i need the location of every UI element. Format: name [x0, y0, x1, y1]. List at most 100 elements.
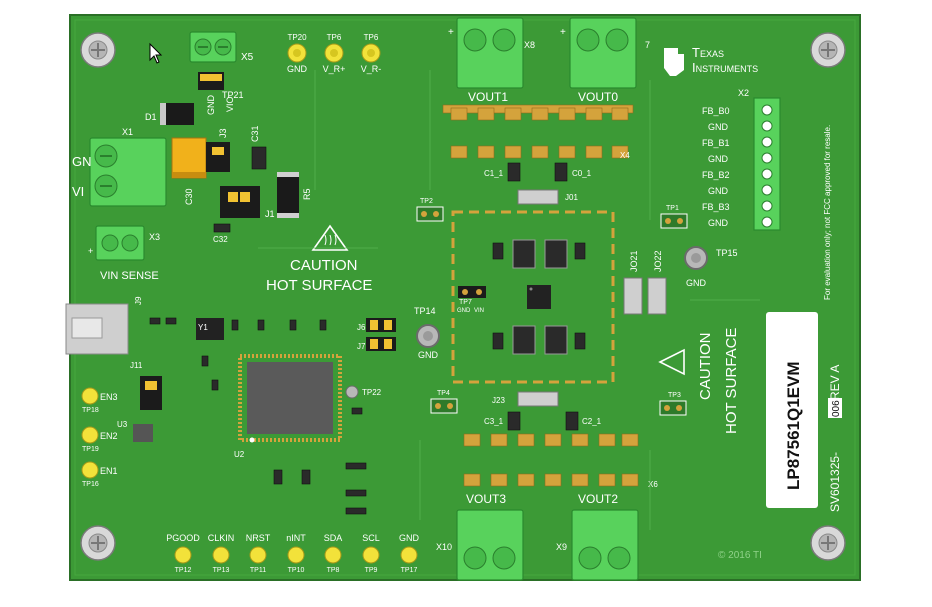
- label-x4: X4: [620, 151, 630, 160]
- label-u2: U2: [234, 450, 245, 459]
- tp9-id: TP9: [365, 567, 378, 574]
- terminal-x3[interactable]: [95, 225, 145, 261]
- tp19-en2[interactable]: [81, 426, 99, 444]
- label-vout2: VOUT2: [578, 492, 618, 506]
- tp14-gnd[interactable]: [416, 324, 440, 348]
- label-tp7-gnd: GND: [457, 308, 471, 314]
- label-j3: J3: [218, 128, 228, 138]
- svg-text:+: +: [88, 246, 93, 256]
- hot-surface-text-1: HOT SURFACE: [266, 277, 372, 294]
- jumper-j11[interactable]: [140, 376, 162, 410]
- tp15-gnd[interactable]: [684, 246, 708, 270]
- fb-pin-7: GND: [708, 218, 729, 228]
- label-x1: X1: [122, 127, 133, 137]
- label-x2: X2: [738, 88, 749, 98]
- label-x6: X6: [648, 480, 658, 489]
- tp11-id: TP11: [250, 567, 266, 574]
- tp1-header[interactable]: [660, 213, 688, 229]
- fb-pin-5: GND: [708, 186, 729, 196]
- regulator-keepout: [451, 210, 615, 384]
- fb-header-x2[interactable]: [753, 97, 781, 231]
- pcb-number-box: [828, 398, 842, 418]
- label-jo22: JO22: [653, 250, 663, 272]
- label-x5: X5: [241, 52, 254, 63]
- label-tp1: TP1: [666, 205, 679, 212]
- label-tp3: TP3: [668, 392, 681, 399]
- jumper-j3[interactable]: [206, 142, 230, 172]
- fb-pin-1: GND: [708, 122, 729, 132]
- label-c1-1: C1_1: [484, 169, 504, 178]
- evm-label-sticker: [766, 312, 818, 508]
- cap-c31: [251, 146, 267, 170]
- tp16-en1[interactable]: [81, 461, 99, 479]
- usb-connector-j9[interactable]: [65, 303, 129, 355]
- fb-pin-3: GND: [708, 154, 729, 164]
- label-gnd-input: GN: [72, 154, 92, 169]
- cap-c2-1: [565, 411, 579, 431]
- terminal-x10-vout3[interactable]: [456, 509, 524, 581]
- tp7-header[interactable]: [458, 286, 486, 298]
- label-j1: J1: [265, 209, 275, 219]
- pcb-suffix: 006: [831, 400, 842, 417]
- jumper-j1[interactable]: [220, 186, 260, 218]
- tp8-sda[interactable]: [324, 546, 342, 564]
- pad-array-top: [442, 104, 634, 159]
- label-tp14: TP14: [414, 306, 436, 316]
- tp22-pad[interactable]: [345, 385, 359, 399]
- tp8-name: SDA: [324, 533, 343, 543]
- tp20-name: GND: [287, 64, 308, 74]
- terminal-x1[interactable]: [89, 137, 167, 207]
- mcu-passives: [149, 317, 367, 515]
- label-vin-sense: VIN SENSE: [100, 270, 159, 282]
- jumper-j01[interactable]: [517, 189, 559, 205]
- jumper-j6[interactable]: [366, 318, 396, 332]
- label-u3: U3: [117, 420, 128, 429]
- tp12-pgood[interactable]: [174, 546, 192, 564]
- label-j9: J9: [134, 296, 143, 305]
- resistor-r5: [277, 172, 299, 218]
- tp6b-id: TP6: [364, 33, 379, 42]
- ti-logo-icon: [664, 48, 684, 76]
- tp12-name: PGOOD: [166, 533, 200, 543]
- mount-hole-tl: [80, 32, 116, 68]
- label-c31: C31: [250, 125, 260, 142]
- caution-text-1: CAUTION: [290, 257, 358, 274]
- tp20-gnd[interactable]: [287, 43, 307, 63]
- tp3-header[interactable]: [659, 400, 687, 416]
- terminal-x7-vout0[interactable]: [569, 17, 637, 89]
- fb-pin-4: FB_B2: [702, 170, 730, 180]
- tp18-en3[interactable]: [81, 387, 99, 405]
- jumper-vio[interactable]: [198, 72, 224, 90]
- tp6-vr-minus[interactable]: [361, 43, 381, 63]
- tp17-gnd[interactable]: [400, 546, 418, 564]
- tp4-header[interactable]: [430, 398, 458, 414]
- label-jo21: JO21: [629, 250, 639, 272]
- tp9-scl[interactable]: [362, 546, 380, 564]
- tp6-vr-plus[interactable]: [324, 43, 344, 63]
- label-tp4: TP4: [437, 390, 450, 397]
- mount-hole-br: [810, 525, 846, 561]
- tp13-clkin[interactable]: [212, 546, 230, 564]
- tp10-name: nINT: [286, 533, 306, 543]
- cap-c1-1: [507, 162, 521, 182]
- tp2-header[interactable]: [416, 206, 444, 222]
- tp19-name: EN2: [100, 431, 118, 441]
- label-tp7-vin: VIN: [474, 308, 484, 314]
- terminal-x9-vout2[interactable]: [571, 509, 639, 581]
- label-tp21: TP21: [222, 90, 244, 100]
- label-d1: D1: [145, 112, 157, 122]
- jumper-jo22[interactable]: [647, 277, 667, 315]
- cap-c3-1: [507, 411, 521, 431]
- jumper-jo21[interactable]: [623, 277, 643, 315]
- tp10-nint[interactable]: [287, 546, 305, 564]
- tp11-nrst[interactable]: [249, 546, 267, 564]
- jumper-j7[interactable]: [366, 337, 396, 351]
- terminal-x5[interactable]: [189, 31, 237, 63]
- terminal-x8-vout1[interactable]: [456, 17, 524, 89]
- ic-u3: [133, 424, 153, 442]
- hot-surface-text-2: HOT SURFACE: [723, 328, 740, 434]
- jumper-j23[interactable]: [517, 391, 559, 407]
- label-c3-1: C3_1: [484, 417, 504, 426]
- crystal-y1: [196, 318, 224, 340]
